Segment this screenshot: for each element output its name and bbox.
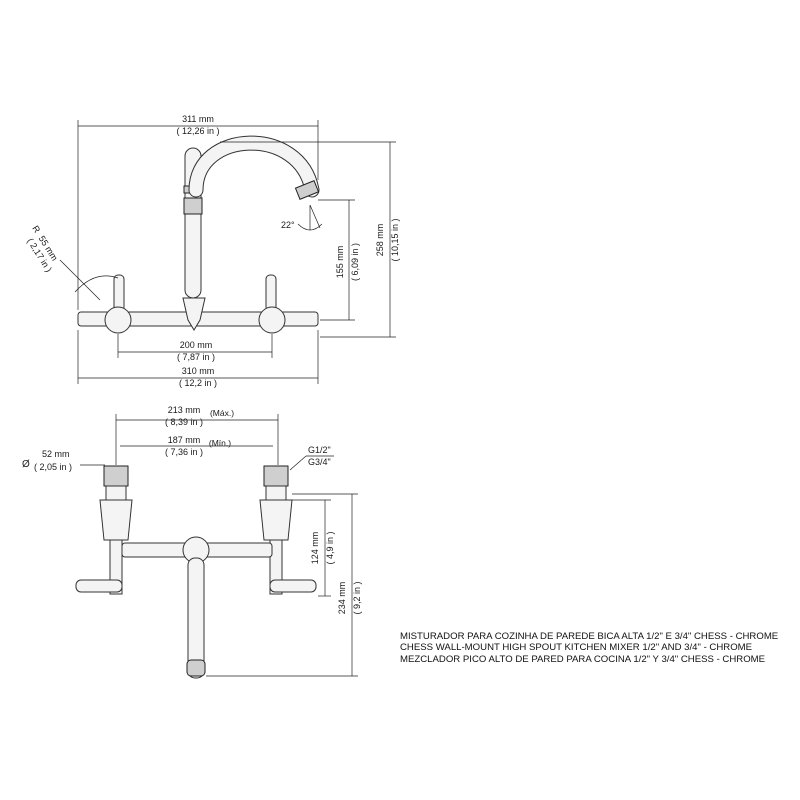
spout-drop-in: ( 6,09 in ) <box>350 243 360 281</box>
left-thread-cap <box>103 465 129 487</box>
diameter-in: ( 2,05 in ) <box>34 462 72 472</box>
right-nut <box>265 485 287 501</box>
height-in: ( 10,15 in ) <box>390 218 400 261</box>
height-label: 258 mm ( 10,15 in ) <box>375 218 400 261</box>
depth-label: 124 mm ( 4,9 in ) <box>310 531 335 564</box>
angle-arc <box>297 223 323 231</box>
thread-leader <box>289 455 307 471</box>
spout-drop-label: 155 mm ( 6,09 in ) <box>335 243 360 281</box>
radius-leader <box>59 259 101 301</box>
spout-angle-label: 22° <box>281 220 295 230</box>
elevation-view: 22° R 55 mm ( 2,17 in ) 311 mm ( 12,26 i… <box>25 114 400 388</box>
min-centers-mm: 187 mm <box>168 435 201 445</box>
left-lever <box>75 579 123 593</box>
caption-portuguese: MISTURADOR PARA COZINHA DE PAREDE BICA A… <box>400 631 779 642</box>
right-handle-lever <box>265 274 277 312</box>
angle-lines <box>309 204 321 230</box>
left-valve-body <box>104 306 132 334</box>
product-caption: MISTURADOR PARA COZINHA DE PAREDE BICA A… <box>400 631 795 665</box>
height-mm: 258 mm <box>375 224 385 257</box>
width-overall-mm: 311 mm <box>182 114 214 124</box>
thread-1: G1/2" <box>308 445 331 455</box>
spout-drop-mm: 155 mm <box>335 246 345 279</box>
riser-ring-lower <box>183 197 203 215</box>
total-in: ( 9,2 in ) <box>352 581 362 614</box>
left-escutcheon <box>99 499 133 541</box>
depth-mm: 124 mm <box>310 532 320 565</box>
diameter-symbol: Ø <box>22 459 30 470</box>
depth-in: ( 4,9 in ) <box>325 531 335 564</box>
max-centers-mm: 213 mm <box>168 405 201 415</box>
centers-mm: 200 mm <box>180 340 213 350</box>
radius-prefix: R <box>30 224 42 235</box>
width-overall-in: ( 12,26 in ) <box>176 126 219 136</box>
max-centers-in: ( 8,39 in ) <box>165 417 203 427</box>
thread-2: G3/4" <box>308 457 331 467</box>
diameter-mm: 52 mm <box>42 449 70 459</box>
radius-arc <box>74 275 119 293</box>
spout-inner <box>189 136 319 197</box>
left-handle-lever <box>113 274 125 312</box>
spout-aerator <box>294 180 320 200</box>
centers-in: ( 7,87 in ) <box>177 352 215 362</box>
right-valve-body <box>258 306 286 334</box>
caption-spanish: MEZCLADOR PICO ALTO DE PARED PARA COCINA… <box>400 653 766 665</box>
right-thread-cap <box>263 465 289 487</box>
min-centers-in: ( 7,36 in ) <box>165 447 203 457</box>
min-label: (Mín.) <box>209 438 231 448</box>
body-center-cone <box>182 297 206 331</box>
plan-spout <box>187 557 205 679</box>
right-escutcheon <box>259 499 293 541</box>
plan-spout-tip <box>186 659 206 677</box>
right-lever <box>269 579 317 593</box>
base-width-mm: 310 mm <box>182 366 215 376</box>
radius-label: R 55 mm ( 2,17 in ) <box>25 224 60 274</box>
caption-english: CHESS WALL-MOUNT HIGH SPOUT KITCHEN MIXE… <box>400 642 753 654</box>
total-label: 234 mm ( 9,2 in ) <box>337 581 362 614</box>
left-nut <box>105 485 127 501</box>
plan-view: 213 mm (Máx.) ( 8,39 in ) 187 mm (Mín.) … <box>22 405 362 679</box>
base-width-in: ( 12,2 in ) <box>179 378 217 388</box>
max-label: (Máx.) <box>210 408 234 418</box>
total-mm: 234 mm <box>337 582 347 615</box>
